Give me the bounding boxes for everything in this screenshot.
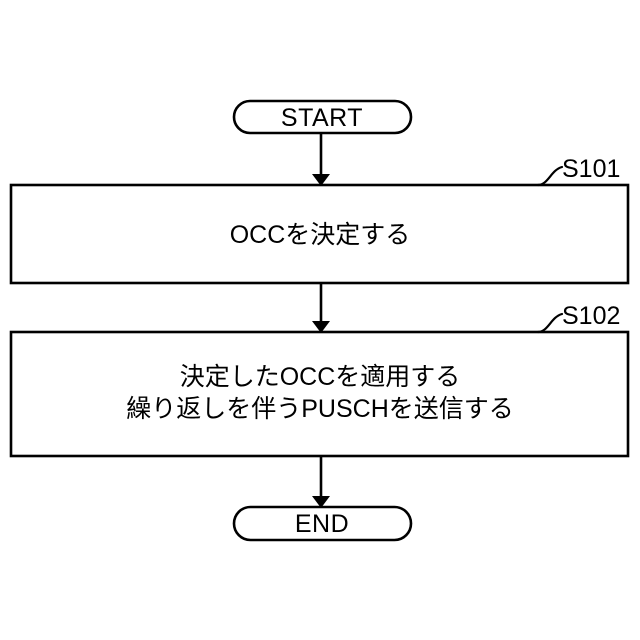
node-end: END <box>232 505 413 542</box>
step1-ref-label: S101 <box>562 155 620 183</box>
connector-step1-to-step2 <box>312 283 330 333</box>
step2-label-line1: 決定したOCCを適用する <box>180 363 461 391</box>
step-ref-s102: S102 <box>536 302 620 334</box>
step1-label: OCCを決定する <box>230 221 411 249</box>
step2-label-line2: 繰り返しを伴うPUSCHを送信する <box>126 395 514 423</box>
node-start: START <box>232 99 413 135</box>
leader-line-s102 <box>536 312 564 334</box>
node-step1: OCCを決定する <box>9 183 630 285</box>
arrow-head-icon <box>312 321 330 333</box>
leader-line-s101 <box>536 165 564 187</box>
arrow-head-icon <box>312 174 330 186</box>
step-ref-s101: S101 <box>536 155 620 187</box>
connector-step2-to-end <box>312 456 330 508</box>
connector-start-to-step1 <box>312 133 330 186</box>
step2-shape <box>9 330 630 458</box>
arrow-head-icon <box>312 496 330 508</box>
step1-shape <box>9 183 630 285</box>
step2-ref-label: S102 <box>562 302 620 330</box>
end-label: END <box>295 510 349 538</box>
end-shape <box>232 505 413 542</box>
node-step2: 決定したOCCを適用する 繰り返しを伴うPUSCHを送信する <box>9 330 630 458</box>
start-label: START <box>281 104 363 132</box>
start-shape <box>232 99 413 135</box>
